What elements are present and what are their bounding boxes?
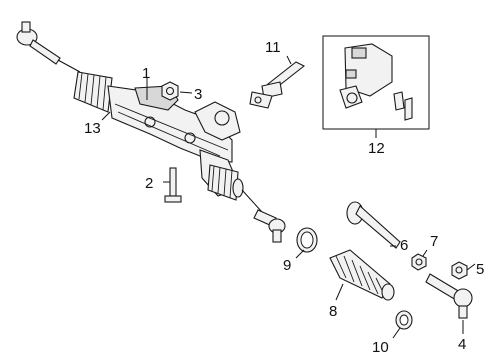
callout-4: 4 <box>458 336 466 353</box>
callout-3: 3 <box>194 86 202 103</box>
callout-8: 8 <box>329 303 337 320</box>
leader-lines <box>101 55 476 339</box>
callout-12: 12 <box>368 140 385 157</box>
callout-13: 13 <box>84 120 101 137</box>
callout-7: 7 <box>430 233 438 250</box>
callout-1: 1 <box>142 65 150 82</box>
jam-nut-7 <box>411 253 427 271</box>
inner-tie-rod-6 <box>346 201 401 249</box>
callout-2: 2 <box>145 175 153 192</box>
nut-5 <box>451 261 468 280</box>
callouts: 1 2 3 4 5 6 7 8 9 10 11 12 13 <box>84 39 484 356</box>
bolt-2 <box>164 167 182 203</box>
clamp-9 <box>296 227 318 253</box>
clamp-10 <box>395 310 413 330</box>
callout-11: 11 <box>265 39 281 56</box>
motor-unit-box-12 <box>322 35 430 130</box>
nut-3 <box>161 81 179 101</box>
right-inner-tie-rod-end <box>253 209 286 243</box>
callout-6: 6 <box>400 237 408 254</box>
outer-tie-rod-end-4 <box>425 273 473 319</box>
left-tie-rod-end <box>16 21 81 73</box>
callout-10: 10 <box>372 339 389 356</box>
bellows-boot-8 <box>329 249 395 301</box>
intermediate-shaft-11 <box>249 61 306 109</box>
callout-9: 9 <box>283 257 291 274</box>
callout-5: 5 <box>476 261 484 278</box>
steering-rack-assembly <box>73 71 263 213</box>
